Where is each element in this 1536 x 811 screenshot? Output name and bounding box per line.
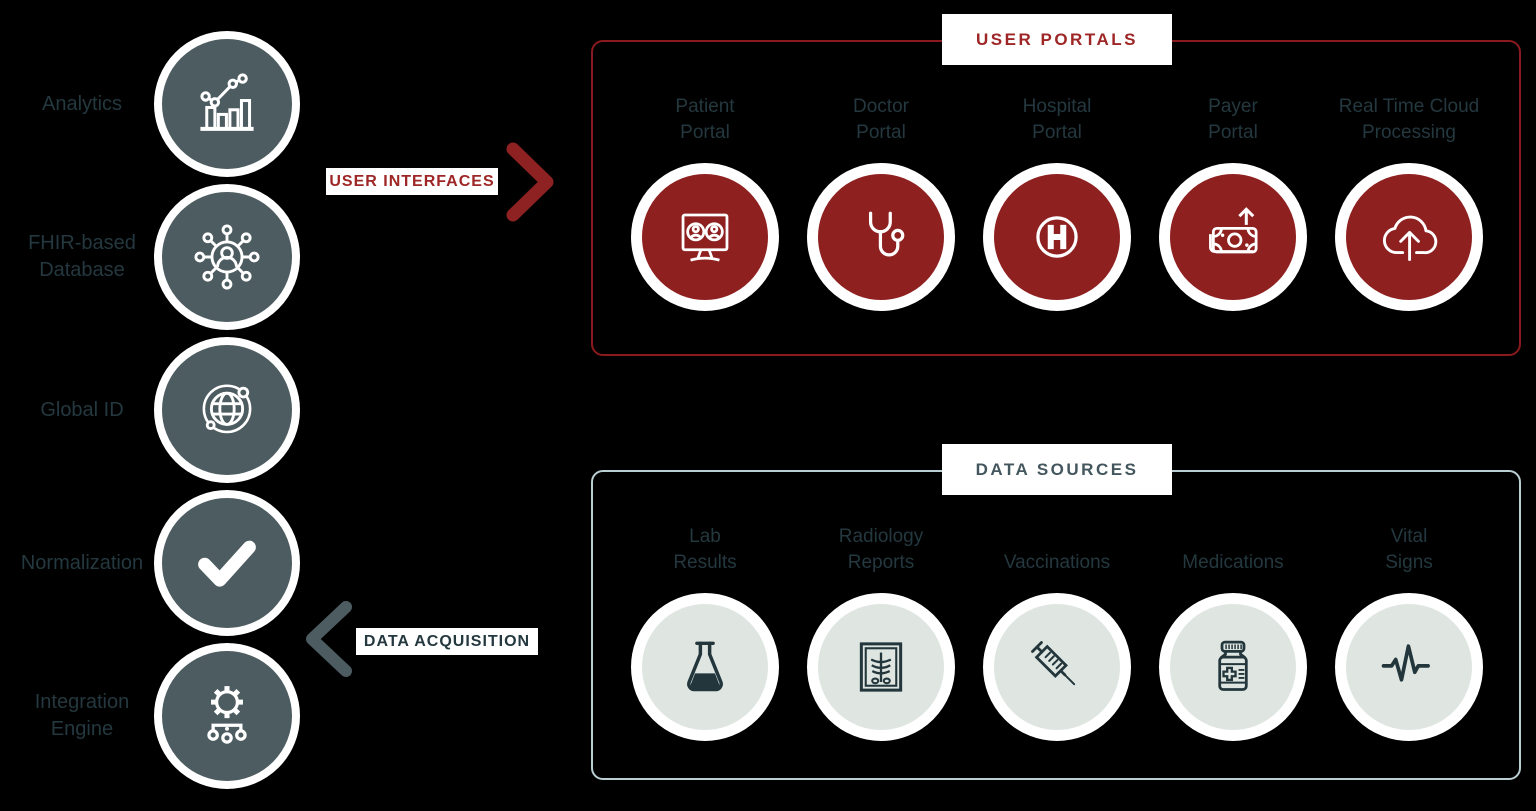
user-portals-box: Patient Portal Doctor Portal Hospital Po… bbox=[591, 40, 1521, 356]
pipeline-item-fhir-database bbox=[154, 184, 300, 330]
source-item-vaccinations bbox=[983, 593, 1131, 741]
source-item-radiology bbox=[807, 593, 955, 741]
data-sources-box: Lab Results Radiology Reports Vaccinatio… bbox=[591, 470, 1521, 780]
portal-item-hospital bbox=[983, 163, 1131, 311]
pipeline-item-integration-engine bbox=[154, 643, 300, 789]
pipeline-label-fhir-database: FHIR-based Database bbox=[28, 232, 136, 281]
portal-label-patient: Patient Portal bbox=[675, 95, 735, 143]
source-label-lab: Lab Results bbox=[673, 525, 737, 573]
pipeline-label-normalization: Normalization bbox=[20, 551, 144, 574]
source-label-vitals: Vital Signs bbox=[1385, 525, 1433, 573]
user-interfaces-label: USER INTERFACES bbox=[326, 168, 498, 195]
pipeline-item-normalization bbox=[154, 490, 300, 636]
syringe-icon bbox=[1031, 641, 1076, 686]
checkmark-icon bbox=[198, 540, 256, 587]
portal-item-patient bbox=[631, 163, 779, 311]
source-label-medications: Medications bbox=[1182, 551, 1284, 573]
stethoscope-icon bbox=[868, 211, 905, 257]
portal-label-cloud: Real Time Cloud Processing bbox=[1338, 95, 1480, 143]
payment-arrow-icon bbox=[1209, 207, 1258, 254]
gear-network-icon bbox=[207, 686, 247, 744]
data-acquisition-arrow-icon bbox=[306, 601, 352, 677]
hospital-h-icon bbox=[1036, 216, 1078, 258]
heartbeat-icon bbox=[1381, 644, 1430, 682]
portal-label-payer: Payer Portal bbox=[1208, 95, 1258, 143]
xray-icon bbox=[859, 642, 903, 692]
pipeline-item-global-id bbox=[154, 337, 300, 483]
bar-chart-icon bbox=[200, 73, 254, 131]
medicine-bottle-icon bbox=[1218, 640, 1248, 691]
source-item-vitals bbox=[1335, 593, 1483, 741]
globe-orbit-icon bbox=[202, 384, 252, 434]
pipeline-label-global-id: Global ID bbox=[40, 398, 124, 421]
lab-flask-icon bbox=[687, 641, 723, 692]
pipeline-label-analytics: Analytics bbox=[41, 92, 123, 115]
source-item-lab bbox=[631, 593, 779, 741]
user-interfaces-arrow-icon bbox=[506, 142, 554, 222]
pipeline-label-integration: Integration Engine bbox=[34, 691, 130, 740]
patient-monitor-icon bbox=[681, 213, 729, 262]
pipeline-item-analytics bbox=[154, 31, 300, 177]
network-user-icon bbox=[194, 224, 260, 290]
portal-item-payer bbox=[1159, 163, 1307, 311]
source-item-medications bbox=[1159, 593, 1307, 741]
data-acquisition-label: DATA ACQUISITION bbox=[356, 628, 538, 655]
source-label-vaccinations: Vaccinations bbox=[1003, 551, 1111, 573]
source-label-radiology: Radiology Reports bbox=[838, 525, 924, 573]
portal-item-doctor bbox=[807, 163, 955, 311]
portal-label-doctor: Doctor Portal bbox=[853, 95, 909, 143]
portal-item-cloud bbox=[1335, 163, 1483, 311]
portal-label-hospital: Hospital Portal bbox=[1022, 95, 1092, 143]
user-portals-title: USER PORTALS bbox=[942, 14, 1172, 65]
data-sources-title: DATA SOURCES bbox=[942, 444, 1172, 495]
cloud-upload-icon bbox=[1382, 215, 1438, 261]
